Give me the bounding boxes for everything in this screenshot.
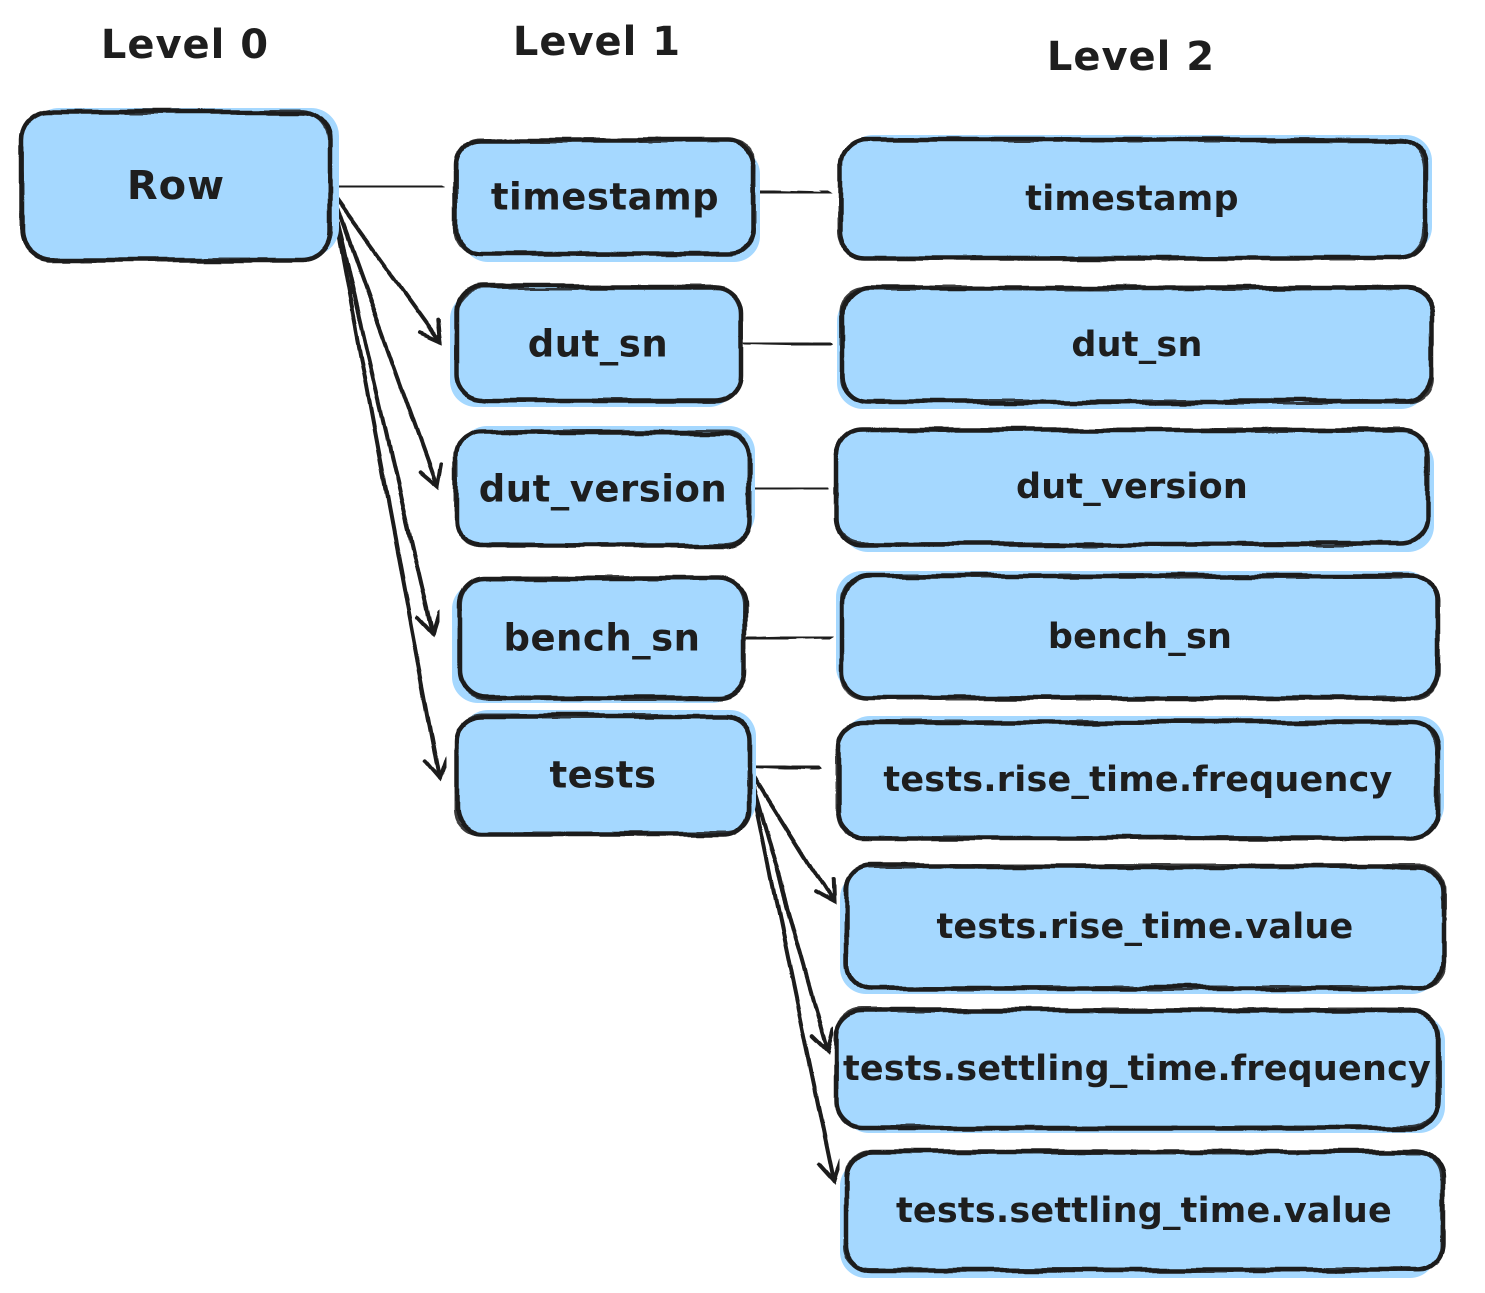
node-l1-tests-outline (454, 714, 752, 836)
node-l1-tests: tests (453, 710, 756, 837)
node-l1-dut-version-outline (454, 430, 752, 548)
node-row-outline (20, 110, 332, 262)
node-l1-dut-sn: dut_sn (450, 284, 744, 407)
arrow-row-to-dut-version (331, 195, 443, 490)
arrow-tests-to-rise-time-frequency (750, 755, 824, 782)
column-header-level-0: Level 0 (101, 22, 269, 68)
node-l2-tests-settling-time-value: tests.settling_time.value (840, 1149, 1445, 1278)
node-l1-bench-sn: bench_sn (452, 575, 748, 703)
node-l1-dut-version-label: dut_version (479, 468, 727, 511)
node-l1-timestamp-label: timestamp (491, 176, 719, 219)
node-row: Row (19, 108, 339, 263)
node-l2-dut-sn: dut_sn (837, 285, 1435, 409)
node-l2-tests-settling-time-value-label: tests.settling_time.value (896, 1191, 1392, 1231)
node-l1-dut-sn-label: dut_sn (528, 323, 668, 366)
node-l1-timestamp: timestamp (453, 137, 760, 262)
column-header-level-1: Level 1 (513, 19, 681, 65)
node-l1-bench-sn-outline (457, 576, 747, 700)
node-l2-timestamp-label: timestamp (1025, 179, 1238, 219)
arrow-row-to-tests (330, 199, 450, 783)
node-l2-dut-sn-label: dut_sn (1071, 325, 1202, 365)
node-l1-tests-label: tests (549, 754, 656, 797)
node-l1-dut-sn-outline (454, 285, 743, 403)
node-l2-bench-sn-label: bench_sn (1048, 617, 1232, 657)
node-l2-dut-version: dut_version (833, 427, 1434, 552)
node-l2-timestamp: timestamp (837, 135, 1432, 261)
node-l2-tests-rise-time-frequency: tests.rise_time.frequency (835, 716, 1444, 841)
node-l2-tests-settling-time-value-outline (844, 1150, 1444, 1272)
node-row-label: Row (127, 163, 225, 209)
node-l2-tests-rise-time-value-outline (844, 864, 1446, 990)
node-l2-bench-sn: bench_sn (836, 571, 1441, 701)
column-headers: Level 0 Level 1 Level 2 (101, 19, 1215, 80)
arrow-row-to-timestamp (334, 173, 444, 200)
node-l2-dut-sn-outline (840, 286, 1434, 404)
node-l2-dut-version-outline (834, 428, 1430, 546)
arrow-tests-to-settling-time-value (748, 774, 843, 1185)
node-l1-dut-version: dut_version (453, 426, 755, 549)
arrow-tests-to-rise-time-value (749, 768, 837, 907)
node-l2-timestamp-outline (838, 138, 1427, 260)
arrow-dut-version-to-dut-version (751, 475, 828, 502)
node-l2-tests-rise-time-frequency-outline (836, 720, 1440, 840)
arrow-dut-sn-to-dut-sn (743, 331, 834, 358)
arrow-tests-to-settling-time-frequency (748, 771, 836, 1054)
node-l1-timestamp-outline (454, 138, 756, 256)
node-l2-tests-rise-time-value-label: tests.rise_time.value (936, 907, 1353, 947)
node-l2-tests-rise-time-frequency-label: tests.rise_time.frequency (883, 760, 1392, 800)
arrow-row-to-bench-sn (330, 197, 442, 638)
node-l2-tests-settling-time-frequency-outline (834, 1008, 1440, 1130)
node-l1-bench-sn-label: bench_sn (503, 617, 700, 660)
node-l2-dut-version-label: dut_version (1016, 467, 1248, 507)
node-l2-tests-rise-time-value: tests.rise_time.value (840, 863, 1447, 994)
edges (330, 173, 843, 1185)
node-l2-bench-sn-outline (840, 574, 1440, 700)
arrow-bench-sn-to-bench-sn (747, 624, 834, 651)
arrow-timestamp-to-timestamp (756, 179, 832, 206)
column-header-level-2: Level 2 (1047, 34, 1215, 80)
node-l2-tests-settling-time-frequency-label: tests.settling_time.frequency (843, 1049, 1431, 1089)
arrow-row-to-dut-sn (332, 192, 443, 345)
node-l2-tests-settling-time-frequency: tests.settling_time.frequency (833, 1007, 1445, 1133)
